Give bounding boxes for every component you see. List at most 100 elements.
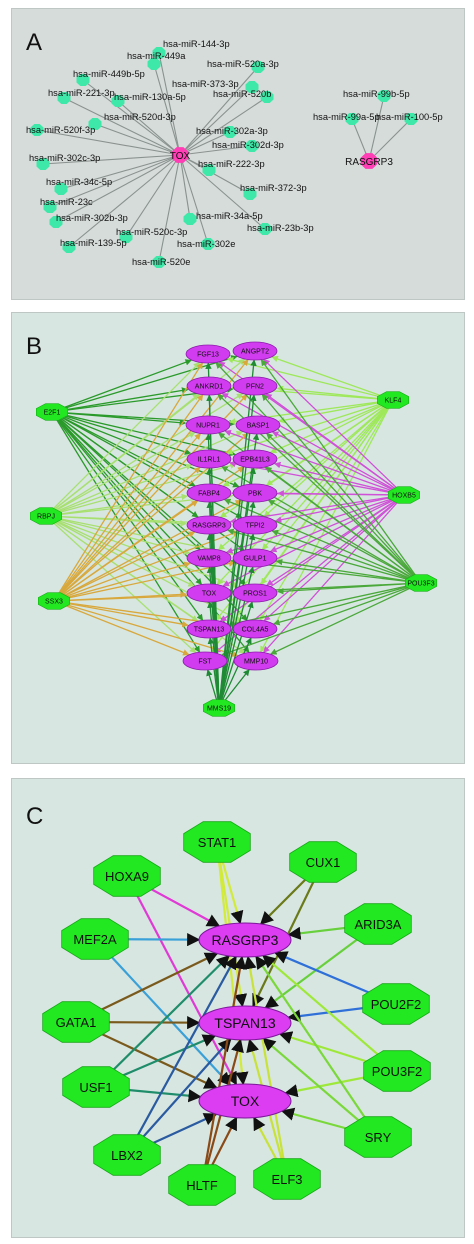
gene-label: TSPAN13 [194, 627, 225, 634]
mirna-node[interactable] [223, 126, 237, 138]
mirna-node[interactable] [202, 164, 216, 176]
mirna-node[interactable] [243, 188, 257, 200]
mirna-edge [49, 154, 181, 208]
gene-node-pros1[interactable] [232, 583, 278, 603]
tf-node-mef2a[interactable] [61, 918, 129, 960]
gene-label: NUPR1 [196, 423, 220, 430]
tf-node-hoxa9[interactable] [93, 855, 161, 897]
tf-node-ssx3[interactable] [37, 592, 71, 610]
mirna-edge [179, 66, 259, 156]
regulation-edge [218, 637, 252, 709]
mirna-node[interactable] [111, 95, 125, 107]
tf-node-arid3a[interactable] [344, 903, 412, 945]
mirna-node[interactable] [36, 158, 50, 170]
gene-node-mmp10[interactable] [233, 651, 279, 671]
gene-node-fabp4[interactable] [186, 483, 232, 503]
gene-node-il1rl1[interactable] [186, 449, 232, 469]
mirna-node[interactable] [377, 90, 391, 102]
tf-node-rbpj[interactable] [29, 507, 63, 525]
regulation-edge [243, 955, 289, 1180]
regulation-edge [53, 561, 191, 602]
regulation-edge [45, 493, 189, 517]
tf-node-hltf[interactable] [168, 1164, 236, 1206]
gene-node-tfpi2[interactable] [232, 515, 278, 535]
tf-node-pou2f2[interactable] [362, 983, 430, 1025]
gene-label: TSPAN13 [214, 1015, 275, 1031]
tf-node-hoxb5[interactable] [387, 486, 421, 504]
mirna-edge [179, 86, 253, 156]
mirna-label: hsa-miR-130a-5p [114, 92, 186, 102]
gene-node-epb41l3[interactable] [232, 449, 278, 469]
tf-node-klf4[interactable] [376, 391, 410, 409]
mirna-node[interactable] [183, 213, 197, 225]
tf-label: SSX3 [45, 599, 63, 606]
gene-node-tspan13[interactable] [198, 1005, 292, 1041]
hub-node-rasgrp3[interactable] [360, 153, 378, 169]
mirna-node[interactable] [245, 140, 259, 152]
mirna-edge [179, 154, 209, 245]
mirna-node[interactable] [152, 256, 166, 268]
mirna-node[interactable] [152, 47, 166, 59]
gene-node-rasgrp3[interactable] [198, 922, 292, 958]
regulation-edge [276, 385, 394, 401]
hub-node-tox[interactable] [171, 147, 189, 163]
tf-node-pou3f2[interactable] [363, 1050, 431, 1092]
mirna-label: hsa-miR-139-5p [60, 238, 127, 248]
gene-node-nupr1[interactable] [185, 415, 231, 435]
gene-node-pbk[interactable] [232, 483, 278, 503]
gene-node-vamp8[interactable] [186, 548, 232, 568]
mirna-node[interactable] [404, 113, 418, 125]
gene-node-ankrd1[interactable] [186, 376, 232, 396]
tf-node-e2f1[interactable] [35, 403, 69, 421]
tf-node-cux1[interactable] [289, 841, 357, 883]
gene-label: COL4A5 [242, 627, 269, 634]
gene-node-fst[interactable] [182, 651, 228, 671]
tf-node-elf3[interactable] [253, 1158, 321, 1200]
tf-node-sry[interactable] [344, 1116, 412, 1158]
tf-node-gata1[interactable] [42, 1001, 110, 1043]
tf-node-mms19[interactable] [203, 699, 235, 717]
mirna-node[interactable] [345, 113, 359, 125]
mirna-label: hsa-miR-302a-3p [196, 126, 268, 136]
mirna-node[interactable] [201, 238, 215, 250]
mirna-node[interactable] [260, 91, 274, 103]
mirna-node[interactable] [30, 124, 44, 136]
regulation-edge [226, 494, 405, 554]
regulation-edge [45, 361, 201, 517]
gene-node-fgf13[interactable] [185, 344, 231, 364]
mirna-node[interactable] [258, 223, 272, 235]
gene-node-tox[interactable] [198, 1083, 292, 1119]
mirna-node[interactable] [62, 241, 76, 253]
tf-node-pou3f3[interactable] [404, 574, 438, 592]
tf-node-usf1[interactable] [62, 1066, 130, 1108]
mirna-node[interactable] [49, 216, 63, 228]
gene-node-angpt2[interactable] [232, 341, 278, 361]
gene-node-rasgrp3[interactable] [186, 515, 232, 535]
mirna-label: hsa-miR-372-3p [240, 183, 307, 193]
gene-node-tox[interactable] [186, 583, 232, 603]
gene-node-col4a5[interactable] [232, 619, 278, 639]
mirna-node[interactable] [54, 183, 68, 195]
mirna-edge [55, 154, 181, 223]
gene-label: TOX [231, 1093, 260, 1109]
gene-label: PROS1 [243, 591, 267, 598]
regulation-edge [210, 399, 394, 653]
gene-node-gulp1[interactable] [232, 548, 278, 568]
mirna-node[interactable] [119, 231, 133, 243]
mirna-node[interactable] [251, 61, 265, 73]
mirna-node[interactable] [88, 118, 102, 130]
mirna-node[interactable] [57, 92, 71, 104]
mirna-node[interactable] [43, 201, 57, 213]
mirna-node[interactable] [147, 58, 161, 70]
regulation-edge [224, 430, 405, 496]
mirna-node[interactable] [76, 74, 90, 86]
gene-node-pfn2[interactable] [232, 376, 278, 396]
mirna-node[interactable] [245, 81, 259, 93]
tf-label: STAT1 [198, 835, 237, 850]
tf-node-lbx2[interactable] [93, 1134, 161, 1176]
gene-label: MMP10 [244, 659, 268, 666]
tf-hub-network: RASGRP3TSPAN13TOXSTAT1CUX1HOXA9ARID3AMEF… [12, 779, 464, 1237]
tf-node-stat1[interactable] [183, 821, 251, 863]
gene-node-tspan13[interactable] [186, 619, 232, 639]
gene-node-basp1[interactable] [235, 415, 281, 435]
